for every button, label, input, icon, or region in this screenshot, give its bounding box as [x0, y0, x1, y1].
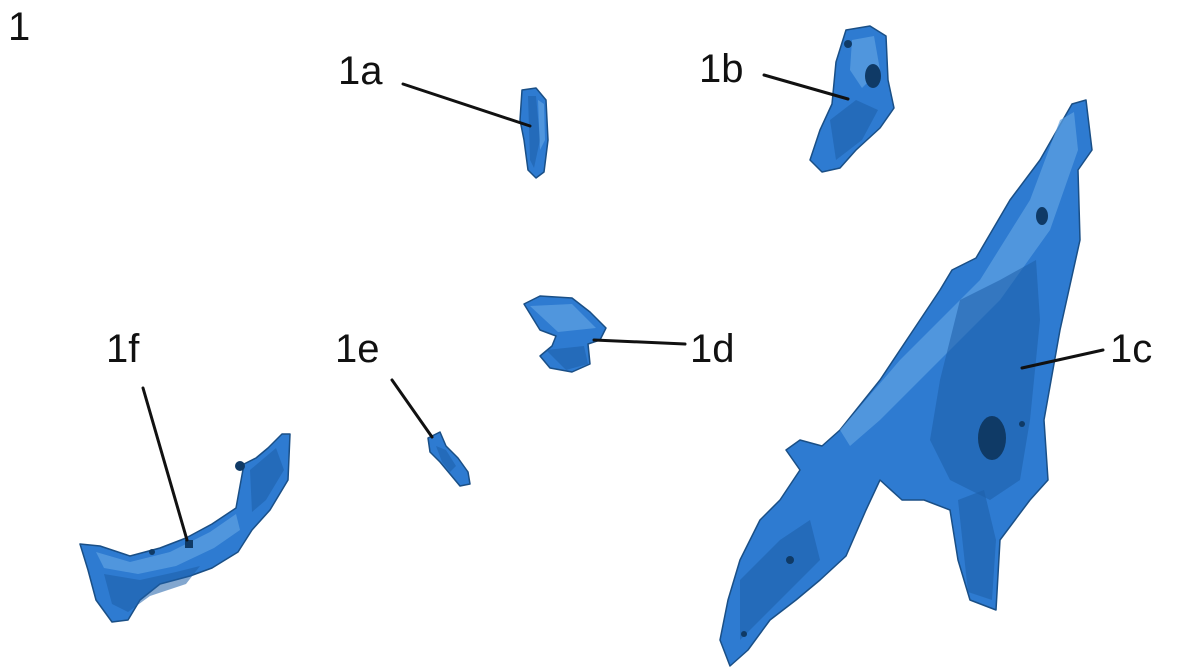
leader-1c [1020, 348, 1105, 370]
part-1d [523, 295, 607, 373]
leader-1d [592, 338, 687, 346]
callout-1d: 1d [690, 327, 735, 371]
part-1a [519, 87, 549, 179]
part-1b [809, 25, 895, 173]
figure-number: 1 [8, 5, 30, 49]
callout-1f: 1f [106, 327, 140, 371]
leader-1f [141, 386, 189, 542]
leader-1a [401, 82, 532, 128]
part-1e [427, 431, 471, 487]
leader-1e [390, 378, 434, 439]
callout-1e: 1e [335, 327, 380, 371]
callout-1a: 1a [338, 49, 383, 93]
part-1f [79, 433, 291, 623]
part-1c [719, 99, 1093, 667]
callout-1c: 1c [1110, 327, 1152, 371]
leader-1b [762, 73, 850, 101]
callout-1b: 1b [699, 47, 744, 91]
